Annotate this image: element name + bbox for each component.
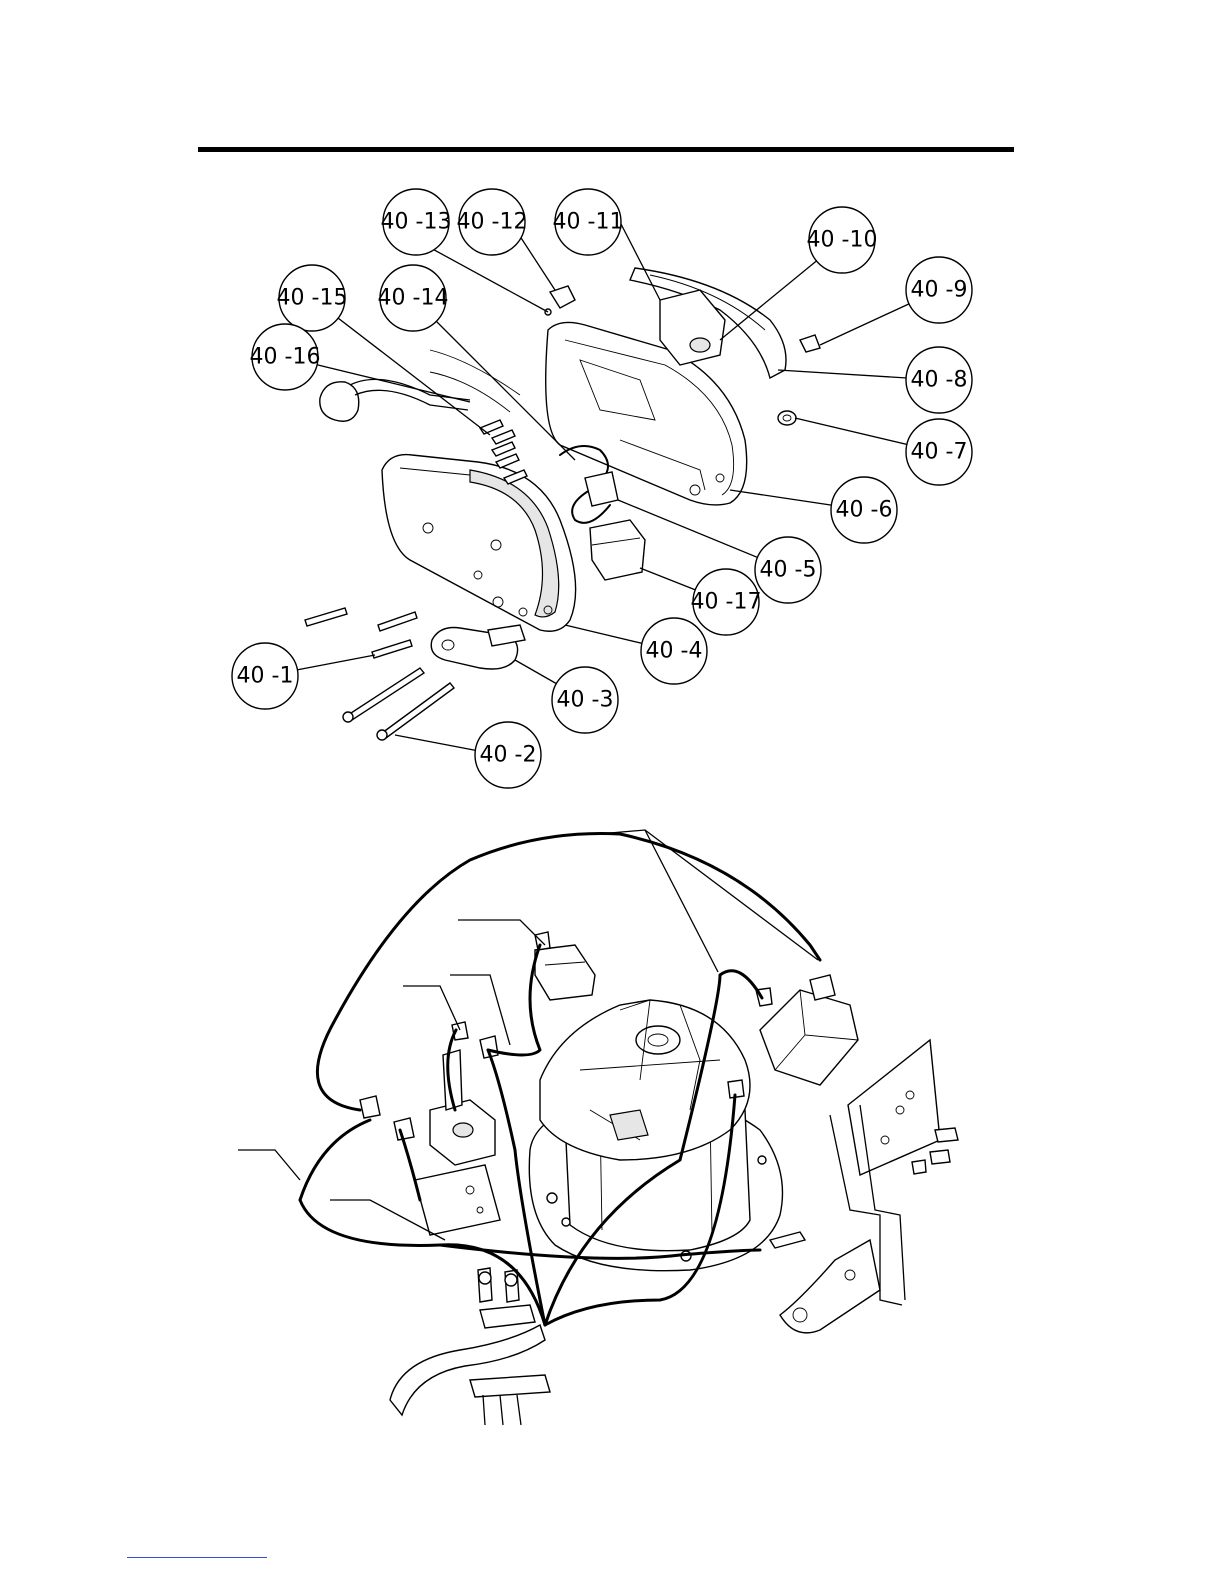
callout-40-4: 40 -4 [641, 618, 707, 684]
callout-40-8: 40 -8 [906, 347, 972, 413]
callout-40-1: 40 -1 [232, 643, 298, 709]
side-mount-plate [848, 1040, 940, 1175]
callout-40-11: 40 -11 [553, 189, 624, 255]
svg-text:40 -1: 40 -1 [237, 664, 294, 689]
callout-40-2: 40 -2 [475, 722, 541, 788]
svg-text:40 -12: 40 -12 [457, 210, 528, 235]
svg-text:40 -8: 40 -8 [911, 368, 968, 393]
svg-text:40 -16: 40 -16 [250, 345, 321, 370]
motor-bracket [780, 1240, 880, 1333]
callout-40-14: 40 -14 [378, 265, 449, 331]
svg-text:40 -14: 40 -14 [378, 286, 449, 311]
callout-40-13: 40 -13 [381, 189, 452, 255]
callout-40-15: 40 -15 [277, 265, 348, 331]
switch-module [590, 520, 645, 580]
callout-40-10: 40 -10 [807, 207, 878, 273]
short-screw [372, 640, 412, 658]
cord-clamp-lower [470, 1375, 550, 1397]
capacitor [760, 990, 858, 1085]
callout-40-12: 40 -12 [457, 189, 528, 255]
svg-text:40 -11: 40 -11 [553, 210, 624, 235]
connector-block [585, 472, 618, 506]
svg-text:40 -17: 40 -17 [691, 590, 762, 615]
callout-40-7: 40 -7 [906, 419, 972, 485]
power-cord [390, 1325, 545, 1415]
short-screw [305, 608, 347, 626]
svg-text:40 -10: 40 -10 [807, 228, 878, 253]
thermal-switch [535, 945, 595, 1000]
cable-clip [550, 286, 575, 308]
terminal-mount-plate [415, 1165, 500, 1235]
callout-40-16: 40 -16 [250, 324, 321, 390]
callout-40-6: 40 -6 [831, 477, 897, 543]
svg-text:40 -5: 40 -5 [760, 558, 817, 583]
svg-text:40 -4: 40 -4 [646, 639, 703, 664]
svg-text:40 -15: 40 -15 [277, 286, 348, 311]
svg-text:40 -9: 40 -9 [911, 278, 968, 303]
svg-text:40 -2: 40 -2 [480, 743, 537, 768]
bottom-wiring-assembly [238, 830, 958, 1425]
small-bushing [800, 335, 820, 352]
svg-text:40 -7: 40 -7 [911, 440, 968, 465]
cord-clamp-upper [480, 1305, 535, 1328]
callout-40-9: 40 -9 [906, 257, 972, 323]
footer-underline [127, 1557, 267, 1558]
callout-40-17: 40 -17 [691, 569, 762, 635]
svg-text:40 -13: 40 -13 [381, 210, 452, 235]
callout-40-5: 40 -5 [755, 537, 821, 603]
short-screw [378, 612, 417, 631]
motor-hub [636, 1026, 680, 1054]
washer [778, 411, 796, 425]
svg-text:40 -6: 40 -6 [836, 498, 893, 523]
cord-grommet [320, 382, 359, 421]
svg-text:40 -3: 40 -3 [557, 688, 614, 713]
callout-40-3: 40 -3 [552, 667, 618, 733]
